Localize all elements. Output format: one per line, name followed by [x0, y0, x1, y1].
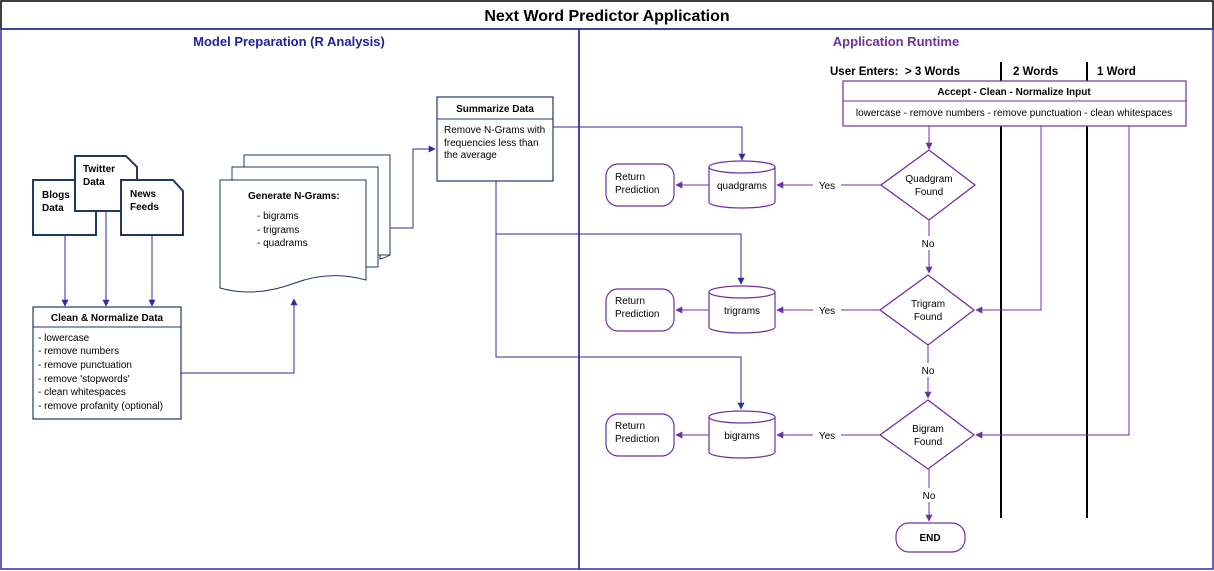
quadgrams-store: quadgrams	[708, 160, 776, 209]
decision-bigram: Bigram Found	[878, 399, 976, 470]
generate-ngrams-doc: Generate N-Grams: - bigrams - trigrams -…	[219, 154, 391, 293]
label-bg	[813, 428, 841, 442]
decision-quadgram-line1: Quadgram	[905, 174, 952, 185]
return-line1: Return	[615, 421, 645, 432]
accept-desc: lowercase - remove numbers - remove punc…	[856, 108, 1172, 119]
clean-item: - lowercase	[38, 333, 90, 344]
blogs-label-1: Blogs	[42, 190, 70, 201]
store-bigrams-label: bigrams	[724, 431, 760, 442]
accept-title: Accept - Clean - Normalize Input	[937, 87, 1091, 98]
title-bar	[0, 0, 1214, 30]
right-section-frame	[578, 28, 1214, 570]
accept-input-box: Accept - Clean - Normalize Input lowerca…	[842, 80, 1187, 127]
return-line2: Prediction	[615, 309, 659, 320]
twitter-label-1: Twitter	[83, 164, 115, 175]
clean-title: Clean & Normalize Data	[51, 313, 164, 324]
return-prediction-3: Return Prediction	[605, 413, 675, 457]
clean-item: - remove numbers	[38, 346, 119, 357]
diagram-title: Next Word Predictor Application	[484, 8, 729, 25]
left-section-title: Model Preparation (R Analysis)	[193, 34, 385, 49]
no-label-2: No	[922, 366, 935, 377]
user-enters-label: User Enters:	[830, 66, 898, 78]
ngrams-item: - quadrams	[257, 238, 308, 249]
return-prediction-1: Return Prediction	[605, 163, 675, 207]
end-label: END	[919, 533, 940, 544]
yes-label-3: Yes	[819, 431, 835, 442]
news-label-1: News	[130, 189, 157, 200]
label-bg	[813, 303, 841, 317]
summarize-title: Summarize Data	[456, 104, 534, 115]
clean-item: - remove profanity (optional)	[38, 401, 163, 412]
decision-trigram-line2: Found	[914, 312, 942, 323]
decision-quadgram-line2: Found	[915, 187, 943, 198]
return-line2: Prediction	[615, 434, 659, 445]
news-label-2: Feeds	[130, 202, 159, 213]
summarize-line: the average	[444, 150, 497, 161]
right-section-title: Application Runtime	[833, 34, 959, 49]
yes-label-2: Yes	[819, 306, 835, 317]
trigrams-store: trigrams	[708, 285, 776, 334]
decision-bigram-line2: Found	[914, 437, 942, 448]
clean-item: - remove punctuation	[38, 360, 132, 371]
option-2-words: 2 Words	[1013, 66, 1058, 78]
label-bg	[917, 363, 939, 377]
clean-item: - remove 'stopwords'	[38, 374, 130, 385]
ngrams-item: - trigrams	[257, 225, 299, 236]
store-trigrams-label: trigrams	[724, 306, 760, 317]
decision-trigram: Trigram Found	[878, 274, 976, 346]
summarize-line: Remove N-Grams with	[444, 125, 545, 136]
return-line1: Return	[615, 172, 645, 183]
no-label-1: No	[922, 239, 935, 250]
arrow-ngrams-summarize	[390, 145, 436, 229]
label-bg	[813, 178, 841, 192]
return-prediction-2: Return Prediction	[605, 288, 675, 332]
yes-label-1: Yes	[819, 181, 835, 192]
arrow-clean-ngrams	[181, 298, 298, 374]
decision-trigram-line1: Trigram	[911, 299, 945, 310]
twitter-label-2: Data	[83, 177, 105, 188]
blogs-label-2: Data	[42, 203, 64, 214]
arrow-summarize-bigrams	[495, 234, 745, 410]
summarize-line: frequencies less than	[444, 138, 539, 149]
decision-bigram-line1: Bigram	[912, 424, 944, 435]
bigrams-store: bigrams	[708, 410, 776, 459]
end-terminal: END	[895, 522, 966, 553]
return-line1: Return	[615, 296, 645, 307]
arrow-summarize-trigrams	[495, 181, 745, 285]
ngrams-item: - bigrams	[257, 211, 299, 222]
no-label-3: No	[923, 491, 936, 502]
return-line2: Prediction	[615, 185, 659, 196]
clean-item: - clean whitespaces	[38, 387, 126, 398]
news-feeds-doc: News Feeds	[120, 179, 184, 236]
arrow-2words-trigram	[975, 126, 1042, 314]
option-1-word: 1 Word	[1097, 66, 1136, 78]
summarize-data-box: Summarize Data Remove N-Grams with frequ…	[436, 96, 554, 182]
arrow-summarize-quadgrams	[553, 126, 746, 161]
option-3-words: > 3 Words	[905, 66, 960, 78]
label-bg	[918, 236, 940, 250]
ngrams-title: Generate N-Grams:	[248, 191, 340, 202]
store-quadgrams-label: quadgrams	[717, 181, 767, 192]
decision-quadgram: Quadgram Found	[879, 149, 977, 221]
arrow-1word-bigram	[975, 126, 1130, 439]
clean-normalize-box: Clean & Normalize Data - lowercase - rem…	[32, 306, 182, 420]
label-bg	[918, 488, 940, 502]
